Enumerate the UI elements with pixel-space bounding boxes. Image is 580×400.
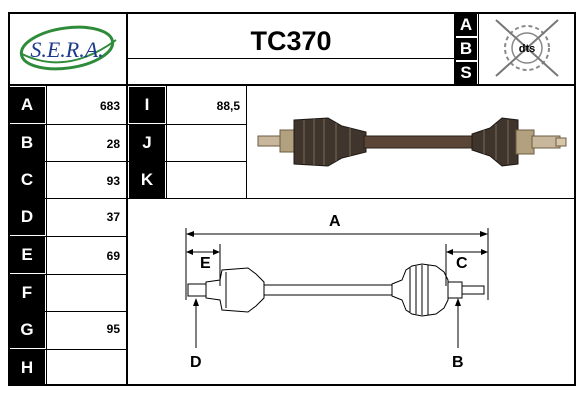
spec-value-g: 95 (106, 322, 120, 336)
grid-line (128, 58, 454, 59)
dimension-c-label: C (456, 255, 468, 272)
grid-line (8, 311, 126, 312)
spec-label-c: C (9, 162, 45, 198)
spec-label-b: B (9, 125, 45, 161)
spec-value-a: 683 (99, 99, 120, 113)
dimension-b-label: B (452, 354, 464, 371)
grid-line (8, 198, 126, 199)
spec-label-h: H (9, 350, 45, 386)
grid-line (128, 161, 246, 162)
grid-line (8, 124, 126, 125)
spec-label-f: F (9, 275, 45, 311)
dimension-diagram (130, 200, 574, 384)
grid-line (246, 86, 247, 198)
grid-line (126, 12, 128, 386)
spec-label-g: G (9, 312, 45, 348)
dimension-a-label: A (329, 213, 341, 230)
spec-value-c: 93 (106, 174, 120, 188)
spec-value-d: 37 (106, 210, 120, 224)
spec-label-k: K (129, 162, 165, 198)
grid-line (478, 12, 479, 84)
spec-label-e: E (9, 237, 45, 273)
grid-line (166, 86, 167, 198)
spec-value-e: 69 (106, 249, 120, 263)
dimension-d-label: D (190, 354, 202, 371)
grid-line (8, 236, 126, 237)
sera-logo: S.E.R.A. (12, 14, 122, 82)
spec-label-j: J (129, 125, 165, 161)
spec-label-a: A (9, 87, 45, 123)
side-letter-s: S (455, 62, 477, 84)
side-letter-b: B (455, 38, 477, 60)
dimension-e-label: E (200, 255, 211, 272)
grid-line (128, 124, 246, 125)
side-letter-a: A (455, 14, 477, 36)
part-code-title: TC370 (250, 25, 332, 56)
grid-line (8, 84, 576, 86)
logo-text: S.E.R.A. (30, 37, 103, 62)
spec-label-i: I (129, 87, 165, 123)
grid-line (8, 274, 126, 275)
grid-line (8, 349, 126, 350)
drive-shaft-photo (250, 92, 572, 192)
spec-value-b: 28 (106, 137, 120, 151)
grid-line (8, 161, 126, 162)
stamp-text: dts (519, 43, 536, 55)
spec-label-d: D (9, 199, 45, 235)
spec-value-i: 88,5 (216, 99, 240, 113)
grid-line (128, 198, 576, 199)
dts-stamp: dts (484, 14, 570, 82)
